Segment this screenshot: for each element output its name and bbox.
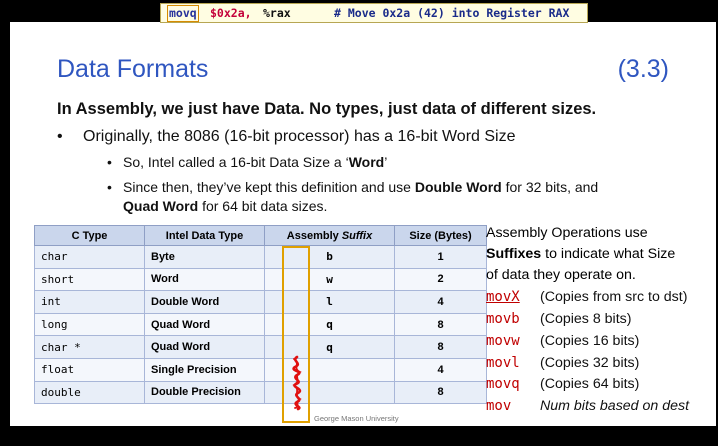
cell-intel: Double Precision bbox=[144, 380, 265, 405]
op-mnemonic: movX bbox=[486, 289, 520, 305]
bullet-dot: • bbox=[107, 154, 112, 170]
cell-size: 2 bbox=[394, 267, 487, 292]
cell-intel: Word bbox=[144, 267, 265, 292]
col-header-suffix-b: Suffix bbox=[341, 229, 373, 242]
code-immediate: $0x2a, bbox=[210, 6, 252, 20]
bullet-3-text-line2: Quad Word for 64 bit data sizes. bbox=[123, 198, 327, 214]
cell-suffix bbox=[264, 380, 395, 405]
cell-suffix: q bbox=[264, 335, 395, 359]
op-description: (Copies 16 bits) bbox=[540, 333, 640, 349]
op-description: (Copies 8 bits) bbox=[540, 311, 632, 327]
cell-ctype: long bbox=[34, 312, 145, 337]
code-caption-bar: movq $0x2a, %rax # Move 0x2a (42) into R… bbox=[160, 3, 588, 23]
cell-suffix: b bbox=[264, 245, 395, 269]
cell-ctype: int bbox=[34, 290, 145, 314]
headline: In Assembly, we just have Data. No types… bbox=[57, 100, 597, 118]
cell-ctype: float bbox=[34, 357, 145, 382]
bullet-dot: • bbox=[57, 128, 63, 145]
cell-ctype: char * bbox=[34, 335, 145, 359]
cell-intel: Quad Word bbox=[144, 335, 265, 359]
cell-size: 8 bbox=[394, 380, 487, 405]
cell-size: 8 bbox=[394, 312, 487, 337]
op-description: (Copies 32 bits) bbox=[540, 355, 640, 371]
cell-ctype: double bbox=[34, 380, 145, 405]
slide: Data Formats (3.3) In Assembly, we just … bbox=[10, 22, 716, 426]
op-mnemonic: movb bbox=[486, 311, 520, 327]
table-row: double Double Precision 8 bbox=[34, 380, 487, 405]
code-register: %rax bbox=[263, 6, 291, 20]
bullet-3-end: for 64 bit data sizes. bbox=[198, 198, 328, 214]
table-row: char Byte b 1 bbox=[34, 245, 487, 269]
cell-size: 4 bbox=[394, 357, 487, 382]
code-mnemonic: movq bbox=[167, 5, 199, 22]
col-header-intel: Intel Data Type bbox=[144, 225, 265, 246]
cell-ctype: short bbox=[34, 267, 145, 292]
op-mnemonic: mov bbox=[486, 398, 512, 414]
cell-size: 4 bbox=[394, 290, 487, 314]
slide-title: Data Formats bbox=[57, 55, 209, 83]
cell-size: 8 bbox=[394, 335, 487, 359]
cell-intel: Byte bbox=[144, 245, 265, 269]
bullet-2-post: ’ bbox=[384, 154, 388, 170]
cell-size: 1 bbox=[394, 245, 487, 269]
side-note-bold: Suffixes bbox=[486, 246, 542, 262]
bullet-3-mid: for 32 bits, and bbox=[501, 179, 599, 195]
op-description: Num bits based on dest bbox=[540, 398, 690, 414]
op-description: (Copies from src to dst) bbox=[540, 289, 688, 305]
bullet-2-bold: Word bbox=[348, 154, 385, 170]
cell-suffix: q bbox=[264, 312, 395, 337]
data-format-table: C Type Intel Data Type Assembly Suffix S… bbox=[34, 225, 487, 405]
bullet-3-bold-1: Double Word bbox=[414, 179, 502, 195]
table-row: int Double Word l 4 bbox=[34, 290, 487, 314]
section-number: (3.3) bbox=[617, 55, 669, 83]
footer-credit: George Mason University bbox=[314, 414, 399, 423]
table-row: long Quad Word q 8 bbox=[34, 312, 487, 337]
bullet-1-text: Originally, the 8086 (16-bit processor) … bbox=[83, 128, 516, 145]
table-row: char * Quad Word q 8 bbox=[34, 335, 487, 359]
side-note-line-3: of data they operate on. bbox=[486, 267, 636, 283]
bullet-2-pre: So, Intel called a 16-bit Data Size a ‘ bbox=[123, 154, 349, 170]
op-mnemonic: movq bbox=[486, 376, 520, 392]
code-comment: # Move 0x2a (42) into Register RAX bbox=[334, 6, 570, 20]
cell-intel: Quad Word bbox=[144, 312, 265, 337]
side-note-rest: to indicate what Size bbox=[541, 246, 676, 262]
side-note-line-2: Suffixes to indicate what Size bbox=[486, 246, 675, 262]
bullet-3-text: Since then, they’ve kept this definition… bbox=[123, 179, 598, 195]
cell-ctype: char bbox=[34, 245, 145, 269]
cell-intel: Double Word bbox=[144, 290, 265, 314]
bullet-2-text: So, Intel called a 16-bit Data Size a ‘W… bbox=[123, 154, 387, 170]
cell-suffix: l bbox=[264, 290, 395, 314]
table-row: float Single Precision 4 bbox=[34, 357, 487, 382]
col-header-suffix: Assembly Suffix bbox=[264, 225, 395, 246]
table-header-row: C Type Intel Data Type Assembly Suffix S… bbox=[34, 225, 487, 246]
cell-suffix: w bbox=[264, 267, 395, 292]
bullet-3-pre: Since then, they’ve kept this definition… bbox=[123, 179, 415, 195]
col-header-size: Size (Bytes) bbox=[394, 225, 487, 246]
table-row: short Word w 2 bbox=[34, 267, 487, 292]
col-header-ctype: C Type bbox=[34, 225, 145, 246]
op-mnemonic: movw bbox=[486, 333, 520, 349]
bullet-3-bold-2: Quad Word bbox=[123, 198, 199, 214]
side-note-line-1: Assembly Operations use bbox=[486, 225, 648, 241]
cell-suffix bbox=[264, 357, 395, 382]
bullet-dot: • bbox=[107, 179, 112, 195]
op-description: (Copies 64 bits) bbox=[540, 376, 640, 392]
col-header-suffix-a: Assembly bbox=[286, 229, 342, 242]
cell-intel: Single Precision bbox=[144, 357, 265, 382]
op-mnemonic: movl bbox=[486, 355, 520, 371]
